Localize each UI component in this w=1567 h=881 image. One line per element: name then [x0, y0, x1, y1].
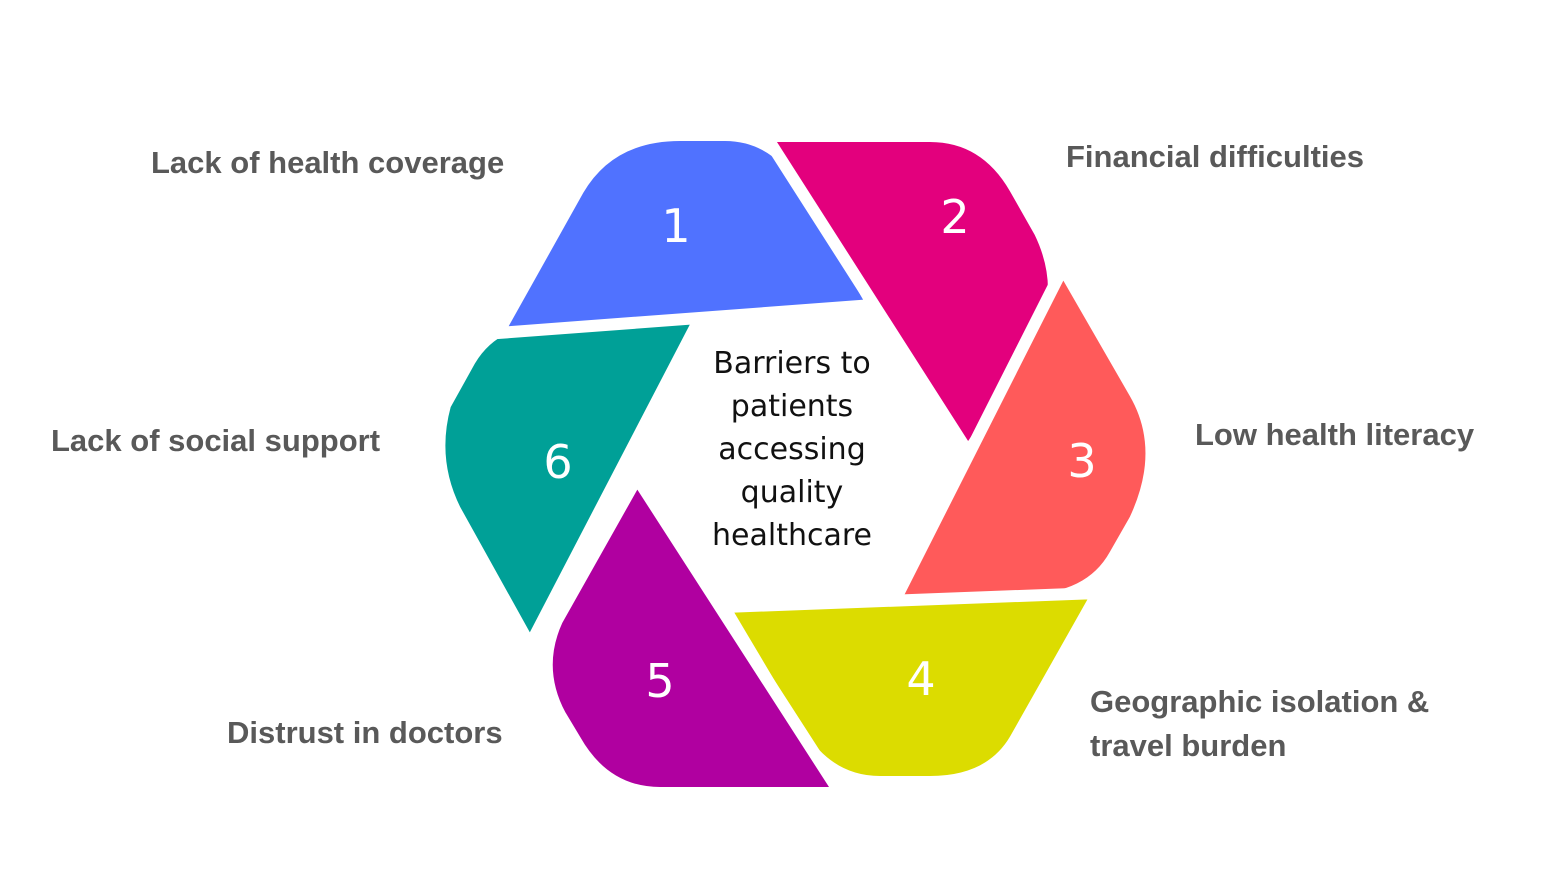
segment-3-number: 3 [1067, 434, 1096, 488]
label-financial-difficulties: Financial difficulties [1066, 139, 1364, 174]
segment-4-number: 4 [906, 652, 935, 706]
label-geographic-isolation-line-1: Geographic isolation & [1090, 684, 1430, 719]
segment-5-number: 5 [645, 654, 674, 708]
segment-2-number: 2 [940, 190, 969, 244]
label-lack-of-social-support: Lack of social support [51, 423, 381, 458]
label-low-health-literacy: Low health literacy [1195, 417, 1475, 452]
center-title-line-5: healthcare [712, 518, 872, 553]
center-title-line-1: Barriers to [713, 346, 871, 381]
center-title-line-4: quality [741, 475, 844, 510]
segment-1-number: 1 [661, 199, 690, 253]
label-geographic-isolation-line-2: travel burden [1090, 728, 1287, 763]
label-lack-of-health-coverage: Lack of health coverage [151, 145, 505, 180]
segment-5[interactable] [540, 472, 846, 799]
label-geographic-isolation: Geographic isolation & travel burden [1090, 680, 1429, 768]
center-title-line-3: accessing [718, 432, 865, 467]
label-distrust-in-doctors: Distrust in doctors [227, 715, 503, 750]
segment-6-number: 6 [543, 435, 572, 489]
center-title-line-2: patients [731, 389, 853, 424]
